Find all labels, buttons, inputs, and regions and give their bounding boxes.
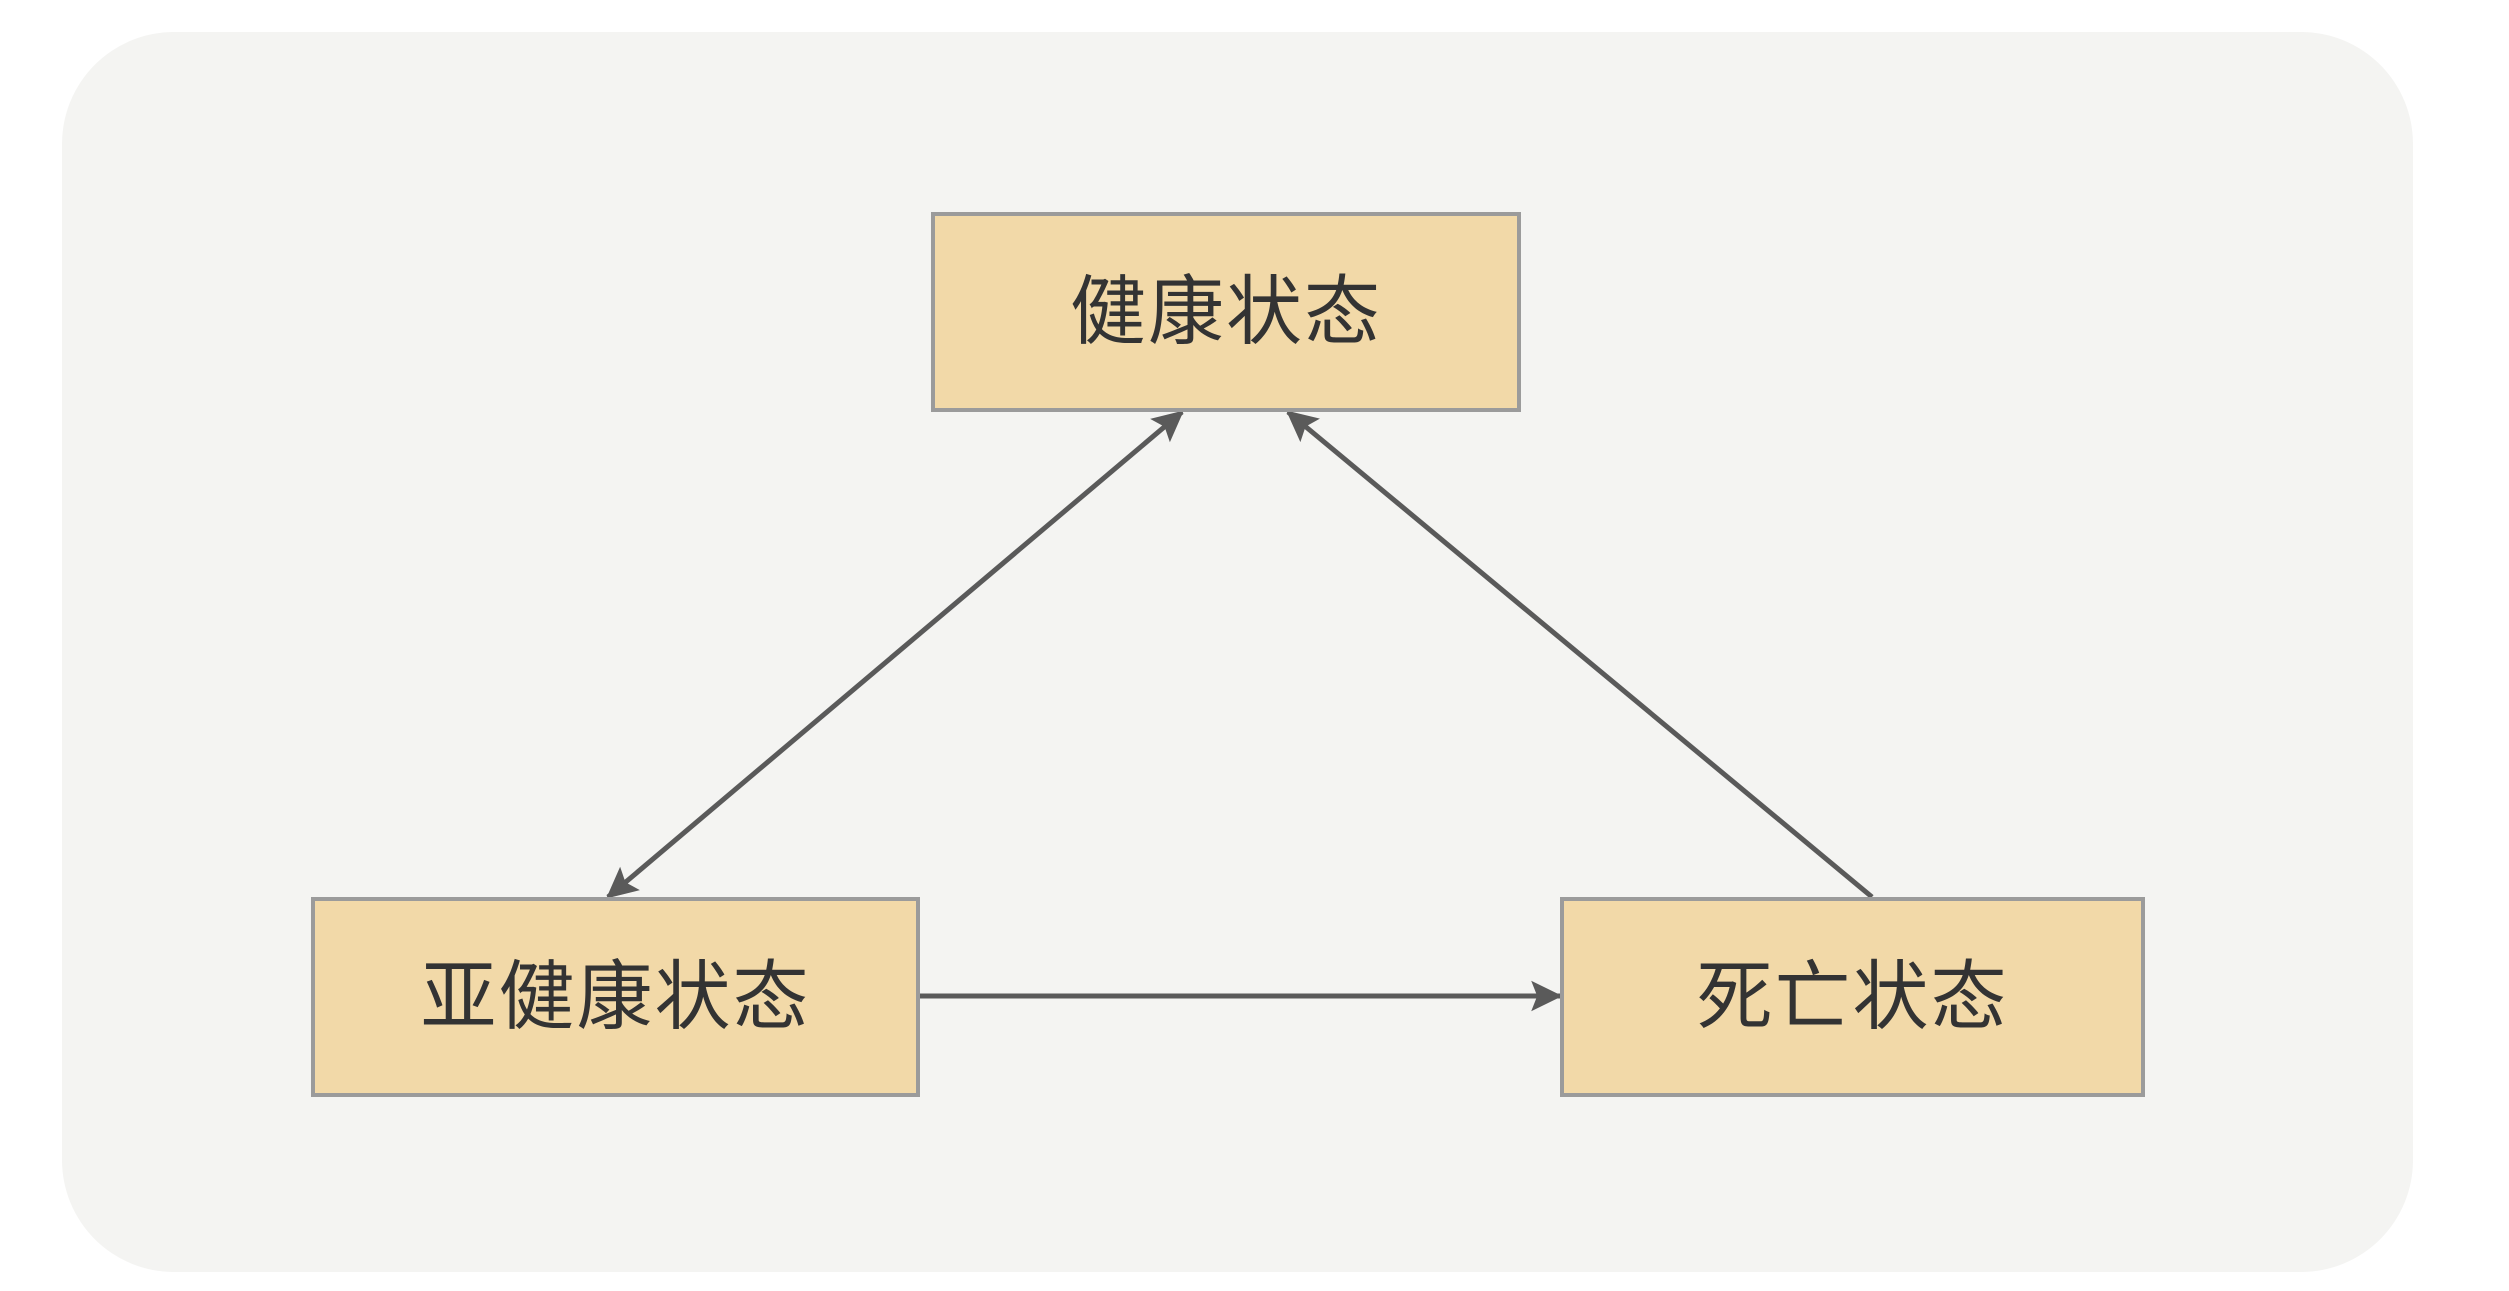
node-healthy-state[interactable]: 健康状态 <box>931 212 1521 412</box>
edge-death-healthy <box>1286 410 1874 899</box>
node-death-state[interactable]: 死亡状态 <box>1560 897 2145 1097</box>
node-death-state-label: 死亡状态 <box>1696 952 2009 1041</box>
node-subhealthy-state-label: 亚健康状态 <box>420 952 811 1041</box>
node-subhealthy-state[interactable]: 亚健康状态 <box>311 897 920 1097</box>
edge-healthy-subhealth <box>606 410 1184 899</box>
node-healthy-state-label: 健康状态 <box>1070 267 1382 356</box>
